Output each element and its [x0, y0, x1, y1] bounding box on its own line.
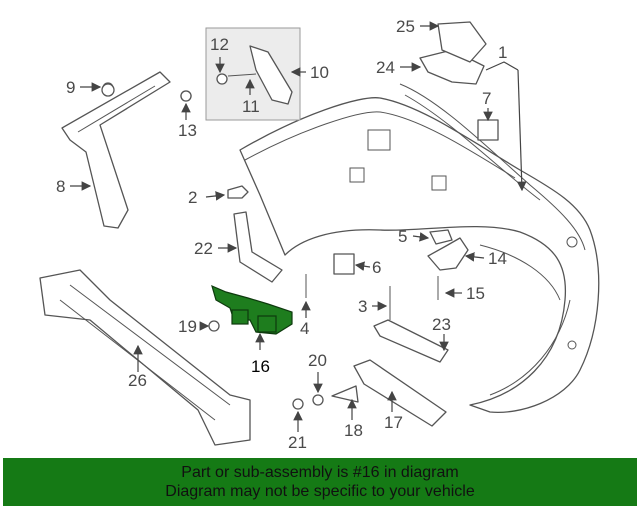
- part-21-nut: [292, 398, 304, 410]
- callout-3: 3: [358, 297, 367, 316]
- callout-1: 1: [498, 43, 507, 62]
- callout-2: 2: [188, 188, 197, 207]
- info-banner: Part or sub-assembly is #16 in diagram D…: [3, 458, 637, 506]
- callout-24: 24: [376, 58, 395, 77]
- part-5-clip: [429, 229, 453, 245]
- callout-18: 18: [344, 421, 363, 440]
- part-6-clip: [333, 253, 355, 275]
- callout-23: 23: [432, 315, 451, 334]
- part-25-trim: [437, 21, 487, 63]
- callout-21: 21: [288, 433, 307, 452]
- part-23-bracket: [373, 319, 449, 363]
- part-9-clip: [101, 83, 115, 97]
- part-2-clip: [227, 185, 249, 199]
- callout-5: 5: [398, 227, 407, 246]
- exploded-parts-diagram: 1 2 3 4 5 6 7 8 9 10 11 12 13 14 15 16 1…: [39, 17, 600, 452]
- banner-line-disclaimer: Diagram may not be specific to your vehi…: [165, 483, 475, 500]
- callout-4: 4: [300, 319, 309, 338]
- callout-7: 7: [482, 89, 491, 108]
- callout-10: 10: [310, 63, 329, 82]
- leader-lines: [70, 21, 527, 432]
- part-20-washer: [312, 394, 324, 406]
- callout-14: 14: [488, 249, 507, 268]
- part-14-bracket: [427, 237, 469, 271]
- callout-16-highlighted: 16: [251, 357, 270, 376]
- side-bracket-part: [61, 71, 192, 229]
- callout-9: 9: [66, 78, 75, 97]
- part-19-washer: [208, 320, 220, 332]
- callout-26: 26: [128, 371, 147, 390]
- callout-13: 13: [178, 121, 197, 140]
- callout-17: 17: [384, 413, 403, 432]
- highlighted-part-16: [211, 284, 293, 335]
- callout-15: 15: [466, 284, 485, 303]
- callout-25: 25: [396, 17, 415, 36]
- callout-6: 6: [372, 258, 381, 277]
- callout-11: 11: [242, 97, 260, 116]
- part-17-bracket: [353, 359, 447, 427]
- banner-line-part-number: Part or sub-assembly is #16 in diagram: [181, 464, 459, 481]
- part-7-clip: [477, 119, 499, 141]
- part-18-bolt: [331, 385, 359, 403]
- callout-19: 19: [178, 317, 197, 336]
- bracket-22-part: [233, 211, 283, 283]
- callout-8: 8: [56, 177, 65, 196]
- callout-20: 20: [308, 351, 327, 370]
- callout-12: 12: [210, 35, 229, 54]
- bumper-cover-part: [239, 83, 600, 414]
- callout-22: 22: [194, 239, 213, 258]
- part-13-nut: [180, 90, 192, 102]
